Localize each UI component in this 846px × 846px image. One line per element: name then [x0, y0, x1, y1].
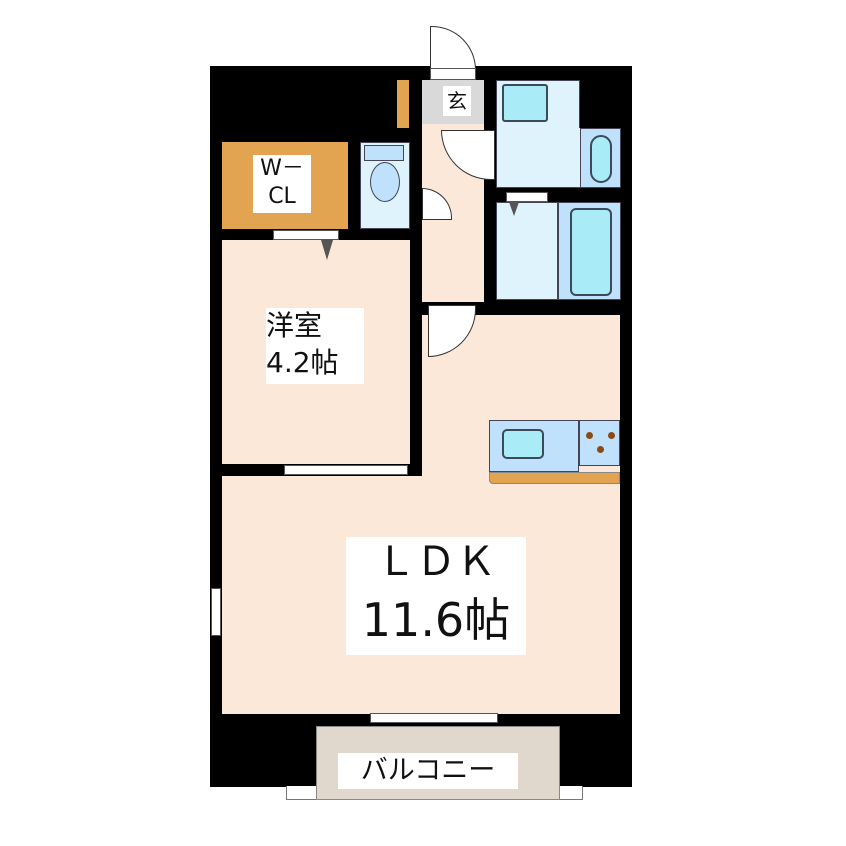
genkan-label: 玄 — [443, 86, 471, 116]
entrance-door[interactable] — [430, 68, 476, 80]
washer-icon — [590, 135, 612, 183]
western-label-line1: 洋室 — [266, 308, 364, 344]
kitchen-sink-icon — [502, 429, 544, 459]
balcony-wall-right — [560, 715, 632, 787]
burner-icon — [608, 432, 615, 439]
burner-icon — [597, 446, 604, 453]
wash-basin-icon — [502, 84, 548, 122]
wcl-label-line2: CL — [253, 183, 311, 213]
washroom-lower — [496, 128, 586, 188]
stove — [579, 420, 620, 466]
burner-icon — [586, 432, 593, 439]
wcl-label-line1: W－ — [253, 155, 311, 183]
ldk-side-window[interactable] — [211, 588, 221, 636]
western-label-line2: 4.2帖 — [266, 344, 364, 384]
toilet-bowl-icon — [370, 162, 400, 202]
balcony-label: バルコニー — [338, 753, 518, 789]
bathroom-door[interactable] — [506, 192, 548, 202]
kitchen-counter — [489, 472, 620, 484]
ldk-label-line2: 11.6帖 — [346, 587, 526, 655]
bathroom — [496, 202, 558, 300]
door-arrow-icon — [321, 240, 333, 260]
bathtub-icon — [570, 208, 612, 296]
balcony-wall-left — [210, 715, 316, 787]
entrance-door-icon[interactable] — [430, 26, 476, 70]
western-door[interactable] — [273, 230, 339, 240]
shoe-closet — [397, 80, 409, 128]
ldk-balcony-window[interactable] — [370, 713, 498, 723]
western-sliding-door[interactable] — [284, 465, 408, 475]
toilet-tank-icon — [364, 145, 404, 161]
door-arrow-icon — [509, 202, 519, 216]
ldk-label-line1: ＬＤＫ — [346, 537, 526, 587]
